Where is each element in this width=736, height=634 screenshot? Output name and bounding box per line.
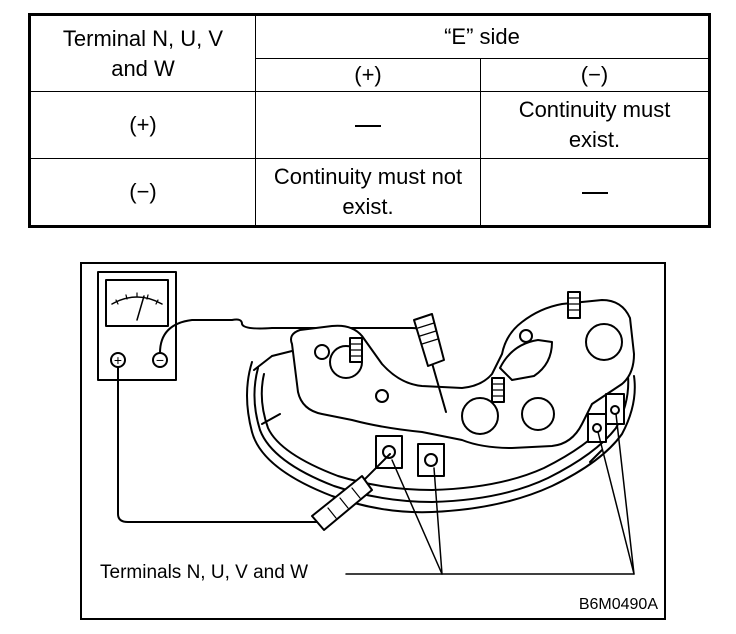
meter-minus-terminal: − (152, 352, 168, 368)
rectifier-assembly (246, 291, 636, 514)
table-subheader-row: (+) (−) (30, 58, 711, 92)
cell-continuity-text: Continuity must exist. (518, 97, 671, 152)
stud-1 (349, 337, 363, 363)
cell-continuity: Continuity must not exist. (255, 158, 481, 227)
row-terminal-label: (−) (29, 158, 256, 227)
rectifier-diagram: + − (97, 271, 636, 575)
positive-test-lead (117, 366, 323, 523)
meter-plus-terminal: + (110, 352, 126, 368)
table-row: (−) Continuity must not exist. (29, 158, 711, 227)
terminal-pad-2 (417, 443, 445, 477)
header-e-plus: (+) (255, 58, 481, 92)
figure-id: B6M0490A (578, 596, 658, 613)
meter-minus-glyph: − (156, 352, 164, 368)
stud-3 (491, 377, 505, 403)
terminal-pad-3 (587, 413, 607, 443)
header-e-side: “E” side (254, 14, 711, 59)
header-terminal-label: Terminal N, U, V and W (62, 25, 224, 81)
meter-plus-glyph: + (114, 352, 122, 368)
terminals-callout-label: Terminals N, U, V and W (100, 562, 308, 583)
negative-probe (413, 313, 447, 413)
continuity-table: Terminal N, U, V and W “E” side (+) (−) … (28, 13, 712, 228)
terminal-pad-4 (605, 393, 625, 425)
header-terminal: Terminal N, U, V and W (29, 14, 256, 92)
header-e-minus: (−) (479, 58, 711, 92)
cell-continuity-text: Continuity must not exist. (273, 164, 463, 219)
table-header-row: Terminal N, U, V and W “E” side (29, 14, 711, 92)
dash-mark (355, 125, 381, 128)
table-row: (+) Continuity must exist. (29, 91, 711, 159)
positive-probe (311, 453, 391, 531)
cell-no-value (255, 91, 481, 159)
multimeter: + − (97, 271, 177, 381)
cell-continuity: Continuity must exist. (479, 91, 711, 159)
dash-mark (581, 192, 608, 195)
stud-2 (567, 291, 581, 319)
cell-no-value (479, 158, 711, 227)
callout-leaders (345, 413, 635, 575)
diagram-frame: + − (80, 262, 666, 620)
row-terminal-label: (+) (29, 91, 256, 159)
